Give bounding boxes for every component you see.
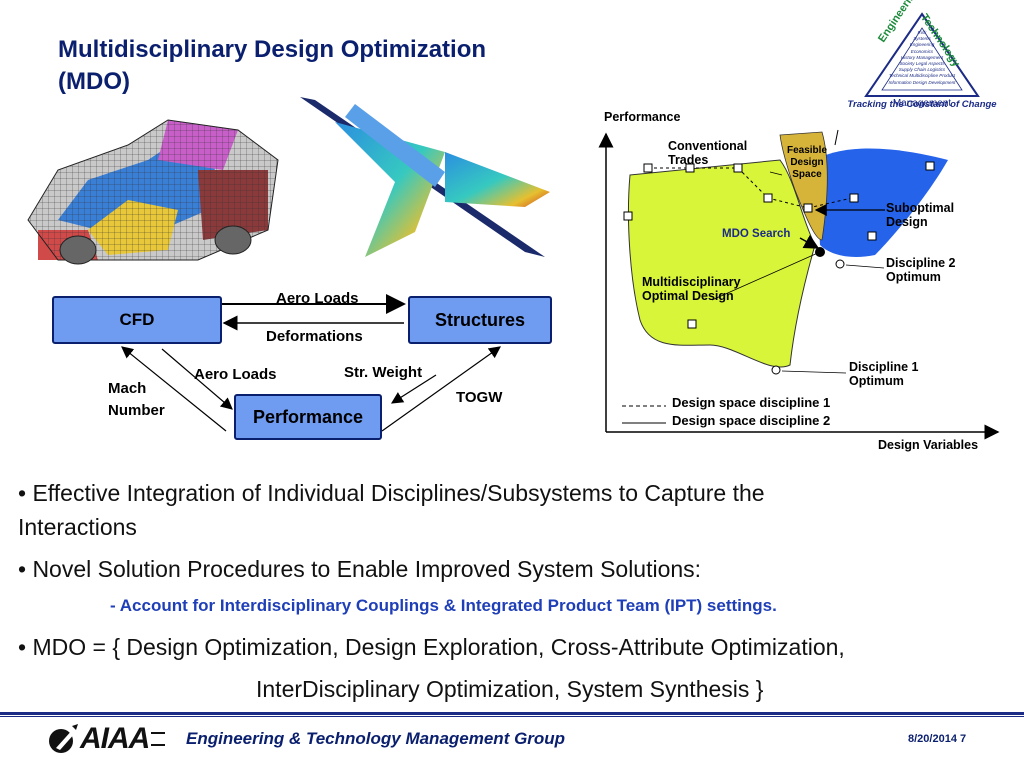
bullet-3-cont: InterDisciplinary Optimization, System S…	[256, 676, 764, 702]
aero-loads-perf-label: Aero Loads	[194, 366, 277, 383]
aiaa-wordmark: AIAA	[80, 722, 150, 755]
logo-tagline: Tracking the Constant of Change	[847, 99, 997, 110]
legend-discipline-1: Design space discipline 1	[672, 395, 831, 410]
bullet-3: • MDO = { Design Optimization, Design Ex…	[18, 634, 845, 660]
title-line-2: (MDO)	[58, 68, 130, 95]
aero-loads-perf-arrow	[161, 348, 233, 410]
flow-arrows	[121, 294, 501, 432]
bullet-1: • Effective Integration of Individual Di…	[18, 480, 765, 506]
mdo-search-label: MDO Search	[722, 228, 791, 240]
discipline-2-region	[815, 148, 948, 257]
car-fem-model-image	[27, 119, 279, 265]
title-line-1: Multidisciplinary Design Optimization	[58, 36, 487, 63]
logo-triangle-icon	[864, 12, 980, 97]
mach-number-arrow	[121, 346, 227, 432]
togw-arrow	[381, 346, 501, 432]
footer-group-name: Engineering & Technology Management Grou…	[186, 729, 566, 748]
aiaa-emblem-icon	[49, 724, 78, 753]
legend-discipline-2: Design space discipline 2	[672, 413, 831, 428]
discipline-1-region	[627, 159, 816, 368]
logo-management: Management	[892, 98, 952, 109]
bullet-2-sub: - Account for Interdisciplinary Coupling…	[110, 596, 777, 615]
str-weight-label: Str. Weight	[344, 364, 423, 381]
aiaa-logo: AIAA	[46, 722, 166, 756]
x-axis-label: Design Variables	[878, 438, 979, 452]
footer-divider	[0, 712, 1024, 715]
bullet-2: • Novel Solution Procedures to Enable Im…	[18, 556, 702, 582]
footer-date-page: 8/20/2014 7	[908, 733, 967, 745]
str-weight-arrow	[390, 374, 437, 404]
performance-box: Performance	[234, 394, 382, 440]
structures-box: Structures	[408, 296, 552, 344]
deformations-label: Deformations	[266, 328, 363, 345]
aircraft-cfd-image	[300, 97, 550, 257]
bullet-1-cont: Interactions	[18, 514, 137, 540]
y-axis-label: Performance	[604, 110, 681, 124]
cfd-box: CFD	[52, 296, 222, 344]
slide-title: Multidisciplinary Design Optimization (M…	[58, 34, 486, 98]
design-space-graph	[598, 129, 1000, 440]
togw-label: TOGW	[456, 389, 503, 406]
aero-loads-label: Aero Loads	[276, 290, 359, 307]
